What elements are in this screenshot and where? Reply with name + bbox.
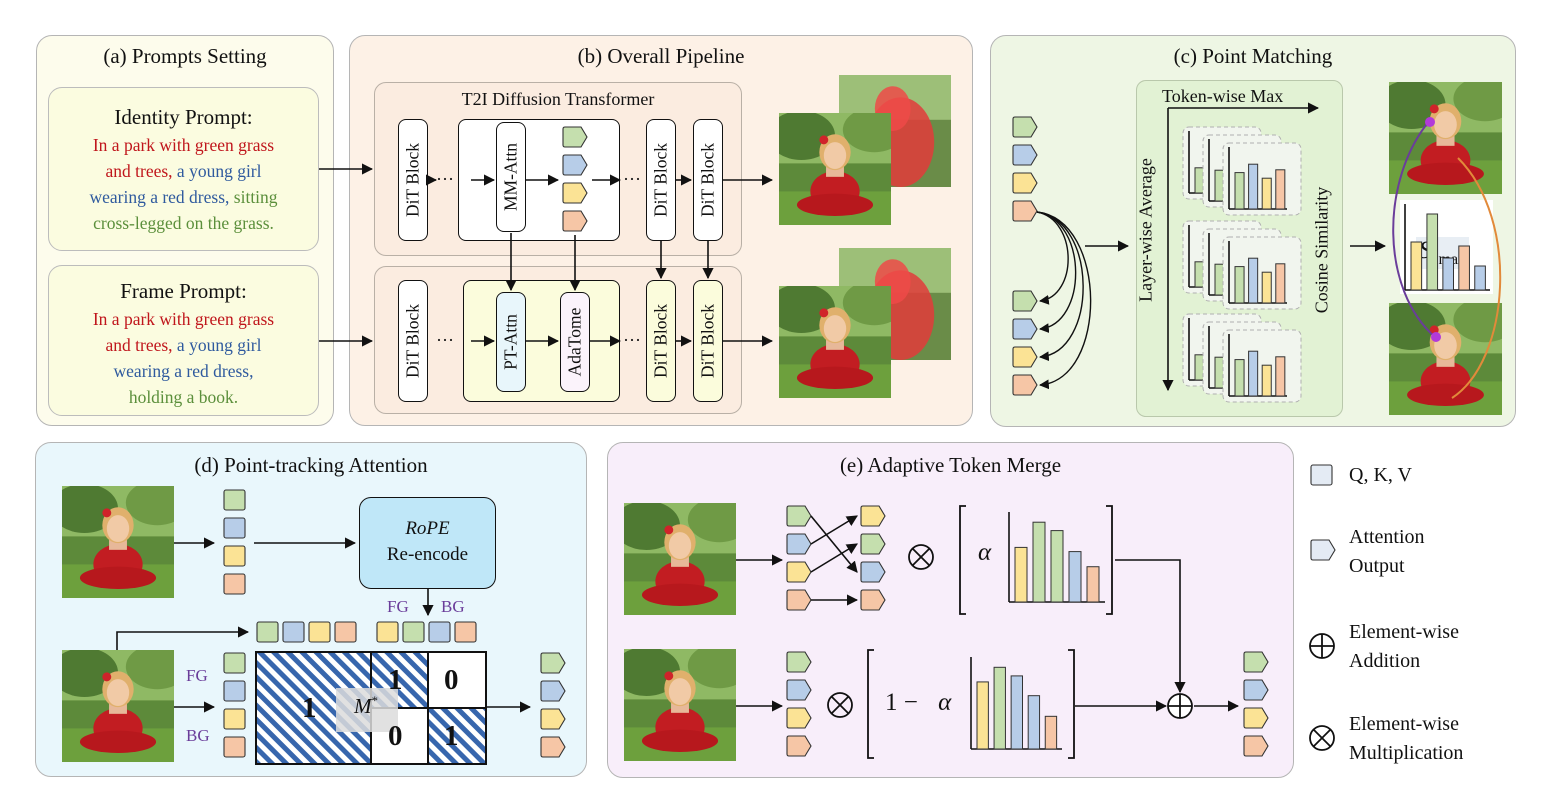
mask-cell-3: 0 [444, 664, 459, 696]
identity-prompt-heading: Identity Prompt: [114, 105, 253, 129]
legend-attention-output-icon [1310, 539, 1336, 561]
prompt-line: holding a book. [49, 384, 318, 410]
prompt-segment-red: In a park with green grass [92, 135, 275, 155]
dit-block-top-2: DiT Block [646, 119, 676, 241]
prompt-segment-red: and trees, [105, 335, 173, 355]
prompt-line: wearing a red dress, sitting [49, 184, 318, 210]
token-wise-max-label: Token-wise Max [1162, 86, 1284, 106]
identity-prompt-box: Identity Prompt: In a park with green gr… [48, 87, 319, 251]
prompt-segment-blue: wearing a red dress, [113, 361, 254, 381]
adatome-block: AdaTome [560, 292, 590, 392]
legend-qkv-icon [1310, 464, 1333, 486]
dit-block-bottom-3: DiT Block [693, 280, 723, 402]
panel-b-title: (b) Overall Pipeline [577, 44, 745, 68]
panel-a-title: (a) Prompts Setting [103, 44, 267, 68]
m-star-label: M* [354, 693, 378, 718]
mm-attn-block: MM-Attn [496, 122, 526, 232]
rope-label: RoPE [405, 518, 450, 539]
dit-block-bottom-1: DiT Block [398, 280, 428, 402]
legend-multiply-icon-x1 [1312, 728, 1332, 748]
fg-label-left: FG [186, 666, 208, 685]
prompt-line: and trees, a young girl [49, 332, 318, 358]
girl-image-bottom [779, 286, 891, 398]
s-max-label: S*max [1416, 237, 1470, 269]
mask-cell-1: 1 [302, 692, 317, 724]
identity-prompt-text: In a park with green grass and trees, a y… [49, 132, 318, 236]
transformer-label: T2I Diffusion Transformer [461, 89, 655, 109]
d-image-top [62, 486, 174, 598]
bg-label-left: BG [186, 726, 210, 745]
reencode-label: Re-encode [386, 544, 469, 565]
prompt-segment-green: holding a book. [128, 387, 239, 407]
alpha-top: α [978, 539, 992, 566]
dit-block-top-1: DiT Block [398, 119, 428, 241]
e-image-bottom [624, 649, 736, 761]
prompt-segment-red: In a park with green grass [92, 309, 275, 329]
mask-cell-2: 1 [388, 664, 403, 696]
prompt-line: wearing a red dress, [49, 358, 318, 384]
prompt-line: In a park with green grass [49, 306, 318, 332]
frame-prompt-heading: Frame Prompt: [120, 279, 247, 303]
girl-image-top [779, 113, 891, 225]
match-image-bottom [1389, 303, 1502, 415]
ellipsis-bottom-2: ··· [623, 330, 641, 350]
prompt-segment-red: and trees, [105, 161, 173, 181]
legend-add-icon [1309, 633, 1335, 659]
ellipsis-top-2: ··· [623, 169, 641, 189]
pt-attn-block: PT-Attn [496, 292, 526, 392]
bg-label-top: BG [441, 597, 465, 616]
dit-block-top-3: DiT Block [693, 119, 723, 241]
legend-qkv-label: Q, K, V [1349, 464, 1412, 486]
prompt-segment-green: sitting [229, 187, 278, 207]
pt-block-container [463, 280, 620, 402]
panel-d-title: (d) Point-tracking Attention [194, 453, 428, 477]
legend-multiply-icon-x2 [1312, 728, 1332, 748]
prompt-segment-blue: a young girl [172, 161, 262, 181]
d-image-bottom [62, 650, 174, 762]
frame-prompt-box: Frame Prompt: In a park with green grass… [48, 265, 319, 416]
one-minus-alpha: 1 − α [885, 689, 952, 716]
mask-cell-4: 0 [388, 720, 403, 752]
prompt-line: In a park with green grass [49, 132, 318, 158]
attention-mask-matrix [255, 651, 487, 765]
prompt-line: and trees, a young girl [49, 158, 318, 184]
panel-e-title: (e) Adaptive Token Merge [839, 453, 1062, 477]
prompt-segment-green: cross-legged on the grass. [93, 213, 274, 233]
panel-c-title: (c) Point Matching [1173, 44, 1333, 68]
ellipsis-top-1: ··· [436, 169, 454, 189]
match-image-top [1389, 82, 1502, 194]
ellipsis-bottom-1: ··· [436, 330, 454, 350]
prompt-segment-blue: wearing a red dress, [89, 187, 230, 207]
prompt-segment-blue: a young girl [172, 335, 262, 355]
mm-attn-container [458, 119, 620, 241]
rope-reencode-box: RoPE Re-encode [359, 497, 496, 589]
mask-cell-5: 1 [444, 720, 459, 752]
legend-multiply-icon [1309, 725, 1335, 751]
prompt-line: cross-legged on the grass. [49, 210, 318, 236]
fg-label-top: FG [387, 597, 409, 616]
dit-block-bottom-2: DiT Block [646, 280, 676, 402]
frame-prompt-text: In a park with green grass and trees, a y… [49, 306, 318, 410]
e-image-top [624, 503, 736, 615]
